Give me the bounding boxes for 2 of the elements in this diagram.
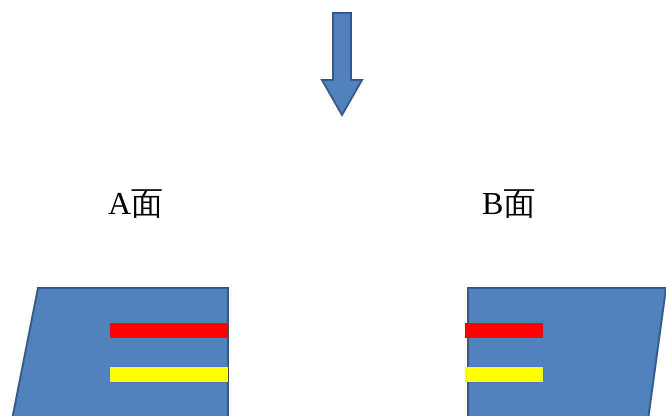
- face-label: A面: [108, 184, 164, 223]
- face-label: B面: [482, 184, 536, 223]
